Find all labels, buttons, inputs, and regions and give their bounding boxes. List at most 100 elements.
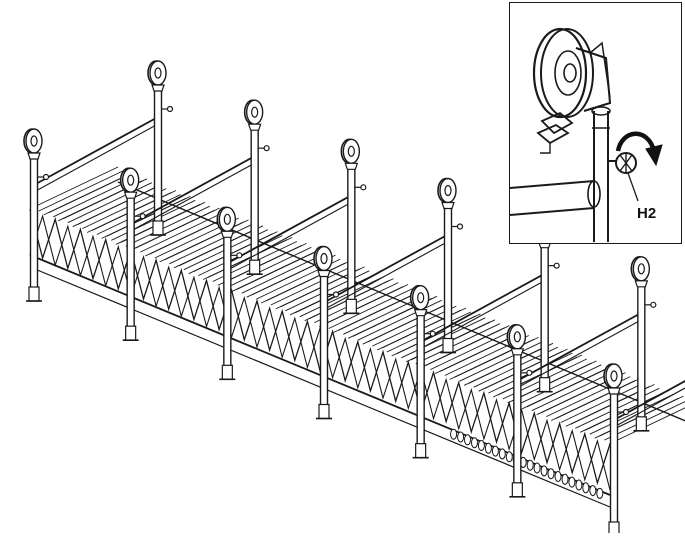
cross-tube <box>613 380 685 421</box>
roller <box>299 276 384 318</box>
roller-end-cap <box>464 434 471 446</box>
leg-pair <box>23 60 174 302</box>
locking-knob-icon <box>161 105 174 113</box>
roller <box>386 311 471 353</box>
detail-inset <box>509 2 682 244</box>
roller <box>430 329 515 371</box>
locking-knob-icon <box>257 145 270 152</box>
roller <box>357 299 442 341</box>
locking-knob-icon <box>230 252 243 259</box>
callout-leader-line <box>627 172 639 202</box>
locking-knob-icon <box>327 291 340 298</box>
roller-end-cap <box>547 468 555 480</box>
cross-tube <box>420 272 546 343</box>
roller <box>589 393 674 435</box>
detail-inset-drawing <box>509 27 663 242</box>
roller <box>517 364 602 406</box>
locking-knob-icon <box>520 369 533 376</box>
roller <box>241 252 326 294</box>
roller-end-cap <box>589 485 597 497</box>
front-leg <box>119 167 146 341</box>
front-leg <box>506 324 533 498</box>
roller <box>265 260 351 302</box>
roller <box>111 199 196 241</box>
front-leg <box>216 206 243 381</box>
leg-tube <box>591 106 611 242</box>
roller <box>222 242 307 284</box>
roller <box>38 170 123 212</box>
conveyor-legs <box>23 60 685 537</box>
front-leg <box>409 284 436 459</box>
leg-pair <box>313 177 464 420</box>
roller <box>367 301 452 343</box>
roller <box>96 194 181 235</box>
leg-pair <box>216 138 367 381</box>
roller-end-cap <box>561 473 569 485</box>
roller <box>396 313 481 355</box>
roller <box>401 317 486 359</box>
roller <box>77 184 162 226</box>
front-leg <box>23 128 50 302</box>
roller <box>178 225 264 267</box>
roller <box>555 378 641 419</box>
roller <box>135 207 220 249</box>
locking-knob-icon <box>451 223 464 230</box>
caster-wheel-icon <box>313 245 333 278</box>
roller <box>338 289 423 331</box>
roller <box>227 246 312 288</box>
caster-wheel-icon <box>147 60 167 92</box>
clockwise-arrow-icon <box>615 131 663 167</box>
roller <box>454 336 539 378</box>
roller-end-cap <box>491 445 499 457</box>
caster-wheel-icon <box>532 27 612 119</box>
cross-tube <box>33 116 159 186</box>
roller <box>328 288 413 329</box>
roller <box>67 182 152 224</box>
roller-end-cap <box>450 428 458 440</box>
caster-wheel-icon <box>243 99 264 131</box>
roller-end-cap <box>477 440 485 451</box>
back-leg <box>340 138 367 315</box>
front-leg <box>313 245 340 420</box>
roller <box>531 370 616 412</box>
locking-knob-icon <box>617 408 630 416</box>
callout-label-h2: H2 <box>637 205 657 222</box>
roller <box>236 248 322 290</box>
roller <box>425 325 510 367</box>
cross-tube <box>516 312 642 382</box>
back-leg <box>147 60 174 236</box>
roller <box>193 231 278 273</box>
locking-knob-icon <box>608 152 637 174</box>
roller <box>48 172 133 214</box>
locking-knob-icon <box>354 184 367 191</box>
caster-wheel-icon <box>437 177 457 210</box>
roller <box>33 166 119 208</box>
roller <box>512 360 597 402</box>
leg-pair <box>506 256 657 498</box>
roller <box>372 305 457 347</box>
roller-end-cap <box>575 479 583 491</box>
roller <box>415 323 500 365</box>
leg-pair <box>119 99 270 341</box>
roller-end-cap <box>533 462 541 474</box>
caster-wheel-icon <box>23 128 43 160</box>
roller <box>270 264 355 306</box>
roller-end-cap <box>498 448 506 460</box>
caster-wheel-icon <box>409 284 430 317</box>
roller-end-cap <box>457 431 465 443</box>
back-leg <box>630 256 657 432</box>
roller-end-cap <box>582 482 590 494</box>
roller <box>483 348 568 390</box>
roller-end-caps <box>450 428 604 499</box>
roller-end-cap <box>554 471 562 482</box>
roller <box>140 211 225 253</box>
locking-knob-icon <box>423 330 436 337</box>
roller-end-cap <box>568 476 576 488</box>
roller <box>468 342 554 384</box>
roller <box>560 382 645 423</box>
back-leg <box>437 177 464 354</box>
roller <box>526 366 612 408</box>
caster-wheel-icon <box>119 167 140 199</box>
roller <box>125 205 210 247</box>
